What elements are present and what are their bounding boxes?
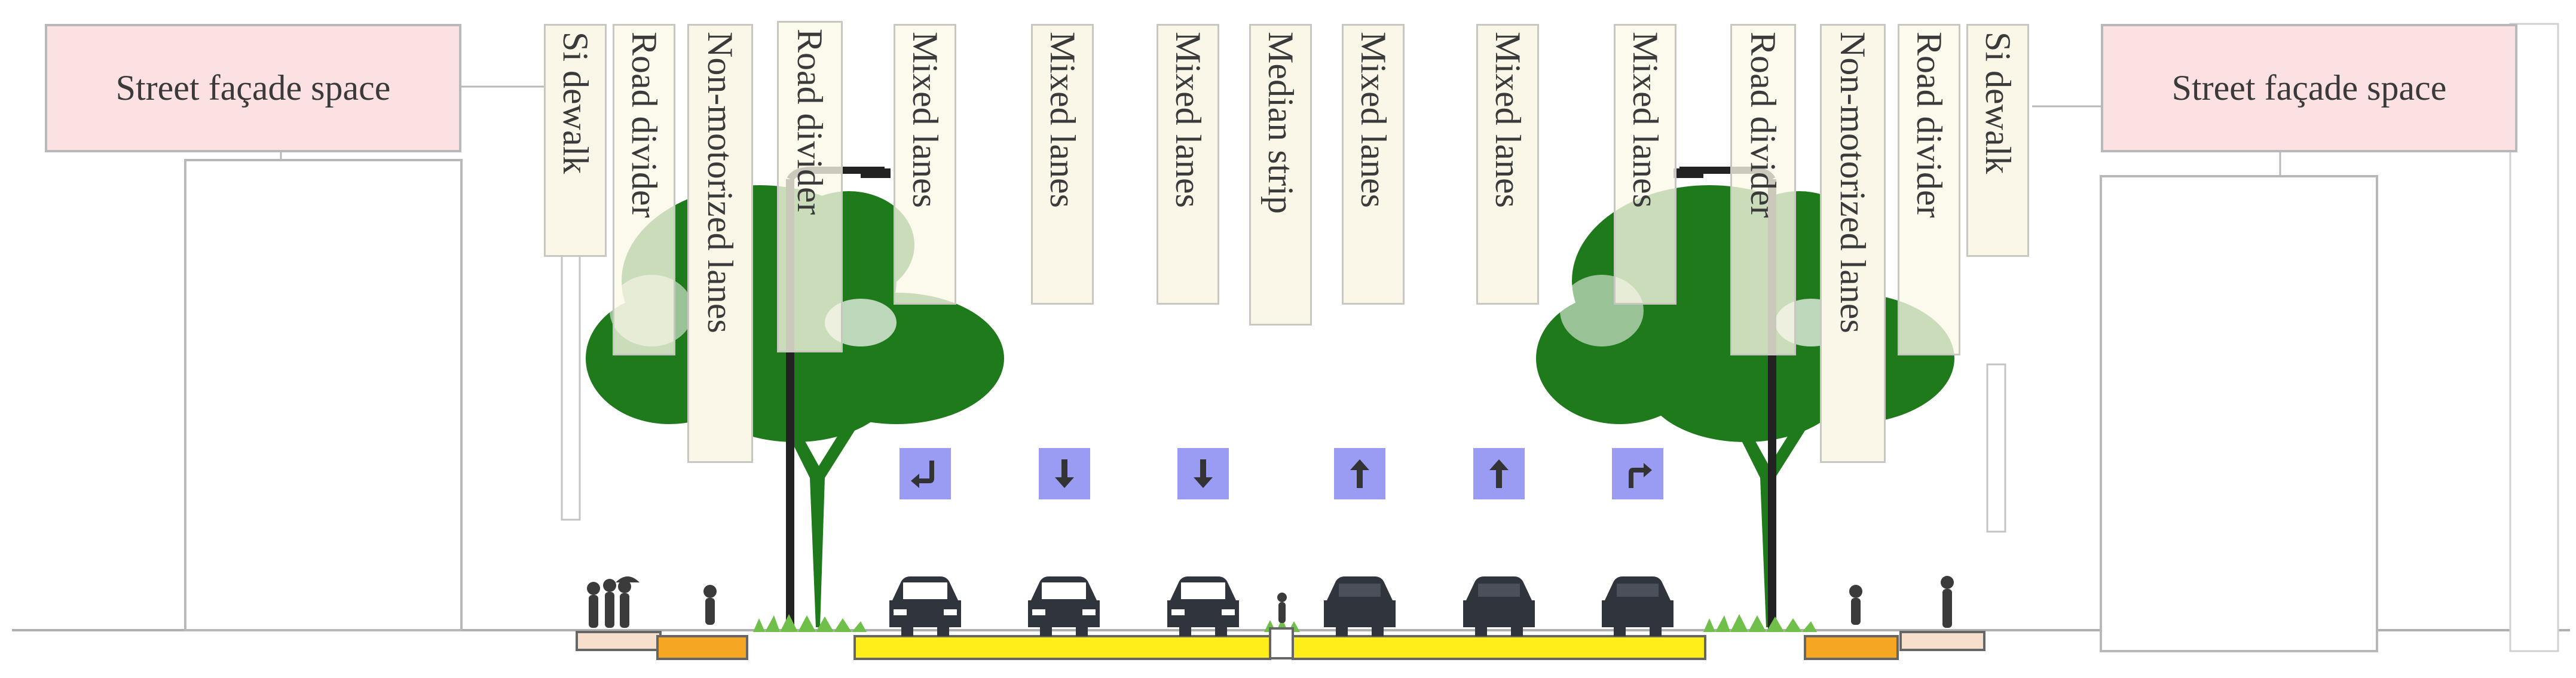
right-carriageway-strip	[1292, 635, 1706, 660]
left-facade-label: Street façade space	[45, 24, 461, 152]
median-pedestrian	[1277, 593, 1287, 623]
lane-label-right-non-motorized: Non-motorized lanes	[1820, 24, 1886, 463]
lane-label-mixed-4: Mixed lanes	[1342, 24, 1405, 305]
lane-label-mixed-2: Mixed lanes	[1031, 24, 1094, 305]
lane-label-mixed-6: Mixed lanes	[1614, 24, 1676, 305]
down-arrow-icon	[1177, 448, 1229, 499]
left-grass-tuft	[753, 614, 867, 632]
left-bike-lane-strip	[656, 635, 748, 660]
car-rear-3	[1602, 576, 1674, 636]
lane-label-median-strip: Median strip	[1249, 24, 1312, 326]
car-rear-1	[1324, 576, 1396, 636]
right-facade-label: Street façade space	[2101, 24, 2517, 152]
left-cyclist	[703, 585, 717, 625]
lane-label-mixed-3: Mixed lanes	[1157, 24, 1219, 305]
lane-label-left-road-divider-1: Road divider	[613, 24, 675, 355]
left-building-secondary	[561, 250, 581, 521]
car-front-1	[889, 576, 961, 636]
left-carriageway-strip	[853, 635, 1271, 660]
far-right-edge	[2509, 23, 2559, 652]
left-building	[184, 159, 463, 631]
up-arrow-icon	[1334, 448, 1385, 499]
car-front-3	[1167, 576, 1239, 636]
left-turn-arrow-icon	[900, 448, 951, 499]
right-building-secondary	[1986, 363, 2006, 533]
lane-label-right-sidewalk: Si dewalk	[1966, 24, 2029, 257]
lane-label-right-road-divider-2: Road divider	[1898, 24, 1960, 355]
right-pedestrian	[1941, 576, 1954, 628]
lane-label-left-road-divider-2: Road divider	[777, 21, 843, 352]
right-bike-lane-strip	[1804, 635, 1899, 660]
down-arrow-icon	[1039, 448, 1090, 499]
lane-label-mixed-1: Mixed lanes	[894, 24, 956, 305]
left-sidewalk-strip	[576, 631, 662, 651]
right-cyclist	[1849, 585, 1862, 625]
lane-label-mixed-5: Mixed lanes	[1476, 24, 1539, 305]
right-turn-arrow-icon	[1612, 448, 1663, 499]
up-arrow-icon	[1473, 448, 1525, 499]
left-pedestrian-group	[587, 576, 640, 628]
car-front-2	[1028, 576, 1100, 636]
lane-label-right-road-divider-1: Road divider	[1730, 24, 1796, 355]
median-curb	[1269, 627, 1294, 659]
car-rear-2	[1463, 576, 1535, 636]
right-sidewalk-strip	[1899, 631, 1985, 651]
right-building	[2100, 175, 2378, 652]
lane-label-left-sidewalk: Si dewalk	[544, 24, 607, 257]
lane-label-left-non-motorized: Non-motorized lanes	[687, 24, 753, 463]
right-grass-tuft	[1703, 614, 1817, 632]
